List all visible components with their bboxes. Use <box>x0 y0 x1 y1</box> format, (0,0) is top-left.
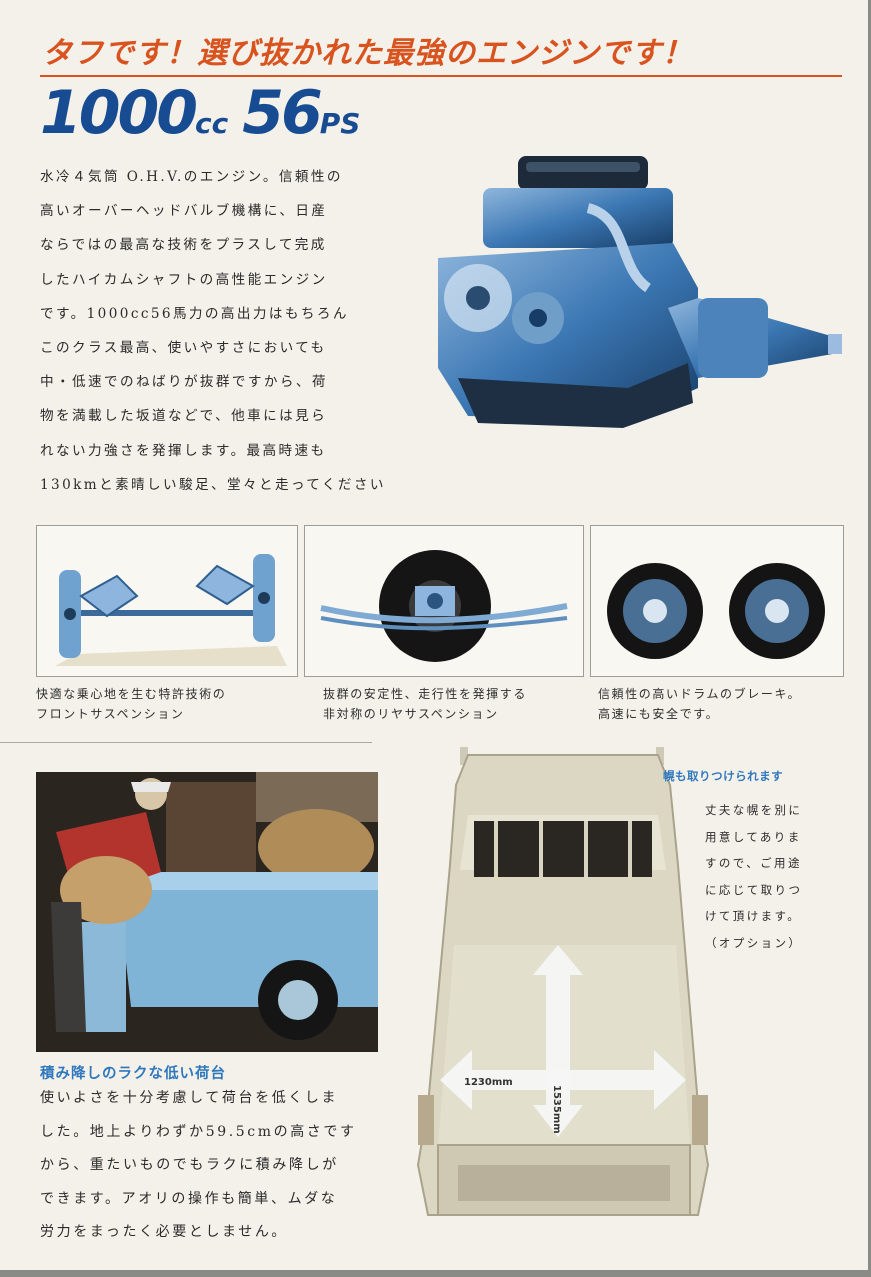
engine-line: ならではの最高な技術をプラスして完成 <box>40 237 327 254</box>
truck-bed-image: 1230mm 1535mm <box>416 747 710 1216</box>
front-suspension-caption: 快適な乗心地を生む特許技術の フロントサスペンション <box>36 684 226 724</box>
loading-photo <box>36 772 378 1052</box>
bed-line: 労力をまったく必要としません。 <box>40 1224 289 1241</box>
canopy-line: 用意してありま <box>705 829 802 844</box>
bed-heading: 積み降しのラクな低い荷台 <box>40 1066 226 1082</box>
engine-line: したハイカムシャフトの高性能エンジン <box>40 271 328 288</box>
engine-line: 130kmと素晴しい駿足、堂々と走ってください <box>40 476 386 493</box>
bed-description: 使いよさを十分考慮して荷台を低くしま した。地上よりわずか59.5cmの高さです… <box>40 1082 357 1250</box>
caption-line: 信頼性の高いドラムのブレーキ。 <box>598 687 802 701</box>
power-number: 56 <box>242 78 322 148</box>
width-dimension-label: 1230mm <box>464 1077 513 1088</box>
drum-brakes-image <box>590 525 844 677</box>
engine-line: です。1000cc56馬力の高出力はもちろん <box>40 305 349 322</box>
power-unit: PS <box>319 107 361 140</box>
engine-image <box>438 156 842 428</box>
caption-line: 高速にも安全です。 <box>598 707 720 721</box>
caption-line: 抜群の安定性、走行性を発揮する <box>323 687 528 701</box>
bed-line: した。地上よりわずか59.5cmの高さです <box>40 1123 357 1140</box>
caption-line: フロントサスペンション <box>36 707 185 721</box>
displacement-unit: cc <box>195 107 229 140</box>
engine-line: 物を満載した坂道などで、他車には見ら <box>40 408 328 425</box>
rear-suspension-caption: 抜群の安定性、走行性を発揮する 非対称のリヤサスペンション <box>323 684 527 724</box>
engine-line: このクラス最高、使いやすさにおいても <box>40 340 327 357</box>
displacement-number: 1000 <box>40 78 198 148</box>
caption-line: 非対称のリヤサスペンション <box>323 707 499 721</box>
caption-line: 快適な乗心地を生む特許技術の <box>36 687 227 701</box>
bed-line: から、重たいものでもラクに積み降しが <box>40 1157 339 1174</box>
front-suspension-image <box>36 525 298 677</box>
engine-line: 中・低速でのねばりが抜群ですから、荷 <box>40 374 328 391</box>
bed-line: できます。アオリの操作も簡単、ムダな <box>40 1190 338 1207</box>
engine-description: 水冷４気筒 O.H.V.のエンジン。信頼性の 高いオーバーヘッドバルブ機構に、日… <box>40 160 386 502</box>
brakes-caption: 信頼性の高いドラムのブレーキ。 高速にも安全です。 <box>598 684 801 724</box>
canopy-line: （オプション） <box>705 935 803 950</box>
canopy-heading: 幌も取りつけられます <box>663 769 784 783</box>
bed-line: 使いよさを十分考慮して荷台を低くしま <box>40 1090 339 1106</box>
canopy-description: 丈夫な幌を別に 用意してありま すので、ご用途 に応じて取りつ けて頂けます。 … <box>705 797 802 957</box>
headline-rule <box>40 75 842 77</box>
section-divider <box>0 742 372 743</box>
headline: タフです！選び抜かれた最強のエンジンです！ <box>42 36 693 71</box>
engine-line: 高いオーバーヘッドバルブ機構に、日産 <box>40 203 328 220</box>
engine-line: れない力強さを発揮します。最高時速も <box>40 442 327 459</box>
canopy-line: 丈夫な幌を別に <box>705 803 803 817</box>
canopy-line: けて頂けます。 <box>705 909 802 924</box>
rear-suspension-image <box>304 525 584 677</box>
engine-line: 水冷４気筒 O.H.V.のエンジン。信頼性の <box>40 169 343 185</box>
engine-spec: 1000cc 56PS <box>40 78 360 148</box>
canopy-line: すので、ご用途 <box>705 856 802 871</box>
canopy-line: に応じて取りつ <box>705 882 803 897</box>
length-dimension-label: 1535mm <box>551 1085 562 1134</box>
